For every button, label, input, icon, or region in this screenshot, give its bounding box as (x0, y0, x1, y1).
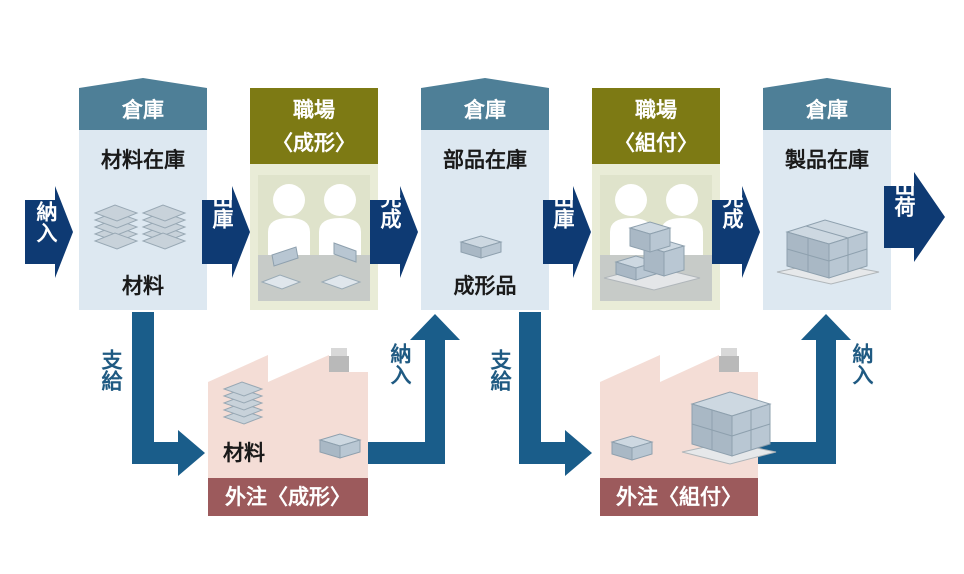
arrow-complete-label: 完成 (720, 186, 744, 230)
arrow-complete-2: 完成 (712, 186, 760, 278)
material-sheets-icon (93, 204, 187, 250)
workshop-assembly-station: 職場 〈組付〉 (592, 88, 720, 310)
chimney-icon (719, 356, 739, 372)
molded-part-icon (318, 433, 362, 459)
arrow-issue-1: 出庫 (202, 186, 250, 278)
arrow-ship-label: 出荷 (892, 175, 916, 217)
warehouse-title: 材料在庫 (101, 148, 185, 172)
warehouse-header: 倉庫 (463, 98, 506, 122)
outsource-assembly-label: 外注〈組付〉 (616, 485, 742, 509)
workshop-header-line1: 職場 (293, 98, 335, 122)
worker-icon (319, 184, 361, 255)
material-sheets-icon (222, 381, 264, 425)
arrow-receive-label: 納入 (34, 200, 58, 243)
warehouse-title: 部品在庫 (443, 148, 527, 172)
warehouse-header: 倉庫 (121, 98, 164, 122)
deliver-arrow-forming (366, 314, 460, 464)
workshop-header-line2: 〈成形〉 (272, 131, 356, 155)
material-label: 材料 (122, 274, 164, 298)
outsource-assembly-factory: 外注〈組付〉 (600, 348, 777, 516)
deliver-arrow-assembly (752, 314, 851, 464)
supply-arrow-assembly (519, 312, 592, 476)
warehouse-material-station: 倉庫 材料在庫 材料 (79, 78, 207, 310)
workshop-header-line2: 〈組付〉 (614, 131, 698, 155)
warehouse-header: 倉庫 (805, 98, 848, 122)
outsource-forming-factory: 材料 外注〈成形〉 (208, 348, 368, 516)
arrow-ship: 出荷 (884, 172, 945, 262)
warehouse-roof (79, 78, 207, 130)
product-pallet-icon (776, 219, 880, 285)
warehouse-title: 製品在庫 (784, 148, 869, 172)
molded-part-icon (610, 435, 654, 461)
arrow-issue-label: 出庫 (210, 187, 234, 230)
supply-label-forming: 支給 (99, 349, 123, 392)
deliver-label-assembly: 納入 (850, 342, 874, 385)
warehouse-parts-station: 倉庫 部品在庫 成形品 (421, 78, 549, 310)
molded-part-label: 成形品 (454, 274, 517, 298)
workshop-forming-station: 職場 〈成形〉 (250, 88, 378, 310)
arrow-complete-1: 完成 (370, 186, 418, 278)
arrow-issue-2: 出庫 (543, 186, 591, 278)
deliver-label-forming: 納入 (388, 342, 412, 385)
assembled-stack-icon (603, 221, 701, 291)
worker-icon (268, 184, 310, 255)
product-pallet-icon (681, 391, 777, 465)
chimney-icon (329, 356, 349, 372)
outsource-material-label: 材料 (223, 441, 265, 465)
arrow-issue-label: 出庫 (551, 187, 575, 230)
molded-part-icon (459, 235, 503, 259)
outsource-forming-label: 外注〈成形〉 (225, 485, 351, 509)
arrow-receive: 納入 (25, 186, 73, 278)
workshop-header-line1: 職場 (635, 98, 677, 122)
supply-label-assembly: 支給 (488, 349, 512, 392)
warehouse-product-station: 倉庫 製品在庫 (763, 78, 891, 310)
arrow-complete-label: 完成 (378, 186, 402, 230)
supply-arrow-forming (132, 312, 205, 476)
